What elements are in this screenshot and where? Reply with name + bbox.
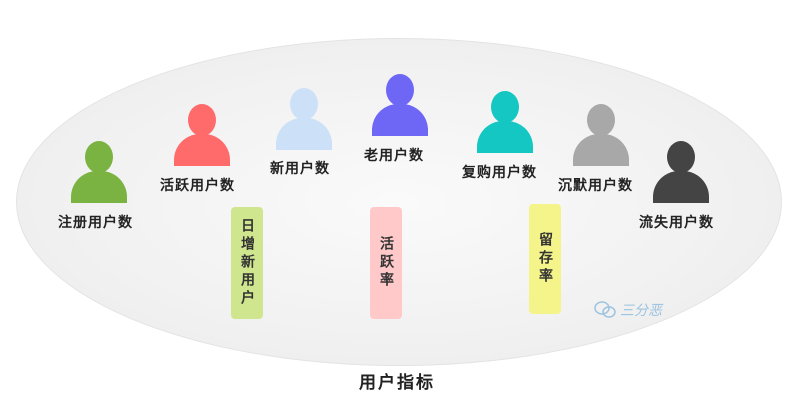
label-silent: 沉默用户数	[558, 178, 633, 194]
person-head	[188, 104, 216, 136]
box-retention-label: 留存率	[537, 232, 553, 286]
person-body	[573, 134, 629, 166]
person-body	[653, 171, 709, 203]
label-churn: 流失用户数	[639, 215, 714, 231]
person-registered-icon	[68, 141, 130, 203]
person-head	[587, 104, 615, 136]
person-head	[667, 141, 695, 173]
person-head	[85, 141, 113, 173]
label-new: 新用户数	[270, 161, 330, 177]
box-daily-new-label: 日增新用户	[239, 218, 255, 308]
person-silent-icon	[570, 104, 632, 166]
wechat-icon	[594, 301, 616, 318]
person-head	[290, 88, 318, 120]
label-registered: 注册用户数	[58, 215, 133, 231]
box-retention: 留存率	[529, 204, 561, 314]
box-active-rate-label: 活跃率	[378, 236, 394, 290]
person-body	[477, 121, 533, 153]
person-body	[276, 118, 332, 150]
label-active: 活跃用户数	[160, 178, 235, 194]
label-old: 老用户数	[364, 148, 424, 164]
person-body	[71, 171, 127, 203]
person-head	[491, 91, 519, 123]
person-old-icon	[369, 74, 431, 136]
person-head	[386, 74, 414, 106]
person-repurchase-icon	[474, 91, 536, 153]
box-active-rate: 活跃率	[370, 207, 402, 319]
footer-title: 用户指标	[359, 373, 435, 393]
person-body	[372, 104, 428, 136]
person-active-icon	[171, 104, 233, 166]
person-churn-icon	[650, 141, 712, 203]
watermark-text: 三分恶	[620, 303, 662, 319]
label-repurchase: 复购用户数	[462, 165, 537, 181]
person-new-icon	[273, 88, 335, 150]
watermark: 三分恶	[594, 300, 662, 320]
person-body	[174, 134, 230, 166]
box-daily-new: 日增新用户	[231, 207, 263, 319]
